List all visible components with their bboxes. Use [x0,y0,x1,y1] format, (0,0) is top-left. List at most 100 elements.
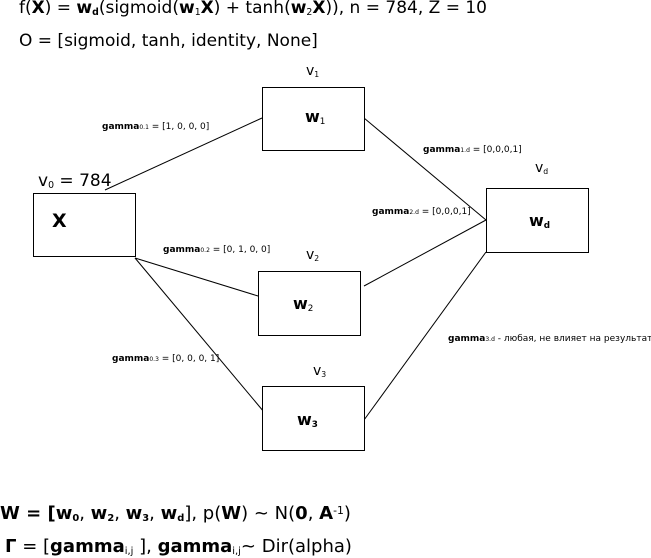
formula-sub: i,j [124,546,134,558]
formula-bold: W [221,503,242,524]
formula-sub: i,j [232,546,241,558]
formula-text: = [ [19,503,56,524]
gamma-value: - любая, не влияет на результат [494,334,651,344]
edge-label-gamma-3-d: gamma3.d - любая, не влияет на результат [448,335,651,344]
v-sub: 1 [314,69,320,79]
gamma-name: gamma [112,354,150,364]
node-wd-label: wd [529,211,551,232]
edge-label-gamma-0-1: gamma0.1 = [1, 0, 0, 0] [102,123,209,132]
formula-text: ) = [44,0,77,18]
gamma-sub: 0.2 [200,247,210,254]
v-tail: = 784 [54,171,112,191]
edge-x-w3 [134,257,265,413]
gamma-sub: 3.d [485,336,495,343]
node-letter: w [297,410,312,429]
formula-text: ) [343,503,351,524]
gamma-value: = [0, 1, 0, 0] [209,245,271,255]
node-w1-label: w1 [305,107,326,128]
edge-label-gamma-1-d: gamma1.d = [0,0,0,1] [423,146,522,155]
function-formula: f(X) = wd(sigmoid(w1X) + tanh(w2X)), n =… [19,0,487,19]
formula-bold: gamma [50,536,125,557]
formula-bold: W [0,503,20,524]
formula-text: ) + tanh( [213,0,291,18]
node-w2-label: w2 [293,294,313,314]
formula-bold: X [200,0,214,18]
formula-bold: w [76,0,93,18]
v-name: v [313,363,322,379]
v0-label: v0 = 784 [38,171,112,192]
node-sub: d [543,221,551,232]
edge-label-gamma-2-d: gamma2.d = [0,0,0,1] [372,208,471,217]
formula-text: ], [133,536,158,557]
node-w2: w2 [258,271,361,336]
node-sub: 1 [319,117,326,128]
v-sub: d [543,166,549,176]
node-w3-label: w3 [297,410,318,431]
gamma-name: gamma [372,207,410,217]
formula-bold: w [55,503,73,524]
formula-text: , [307,503,320,524]
v-name: v [306,247,315,263]
formula-bold: 0 [295,503,308,524]
formula-bold: w [90,503,108,524]
gamma-sub: 2.d [409,209,419,216]
v-name: v [535,160,544,176]
v-sub: 0 [48,180,55,192]
formula-bold: w [160,503,178,524]
gamma-name: gamma [163,245,201,255]
formula-sub: 3 [142,513,150,525]
formula-text: ~ Dir(alpha) [240,536,352,557]
gamma-sub: 0.3 [149,356,159,363]
formula-sup: -1 [333,503,344,517]
edge-x-w2 [134,257,259,297]
node-w1: w1 [262,87,365,151]
formula-sub: 2 [306,7,313,19]
gamma-value: = [0, 0, 0, 1] [158,354,220,364]
edge-w1-wd [363,117,487,221]
formula-text: = [ [16,536,51,557]
formula-bold: X [312,0,326,18]
gamma-sub: 1.d [460,147,470,154]
edge-w2-wd [363,219,487,287]
weights-formula: W = [w0, w2, w3, wd], p(W) ~ N(0, A-1) [0,503,351,525]
formula-text: ], p( [184,503,222,524]
v1-label: v1 [306,64,319,78]
formula-bold: w [290,0,307,18]
node-x: X [33,193,136,257]
gamma-name: gamma [102,122,140,132]
formula-sub: 1 [194,7,201,19]
gamma-name: gamma [423,145,461,155]
vd-label: vd [535,161,548,175]
gamma-value: = [0,0,0,1] [418,207,471,217]
v-name: v [306,63,315,79]
formula-text: f( [19,0,32,18]
formula-text: (sigmoid( [98,0,179,18]
v-sub: 2 [314,253,320,263]
formula-text: ) ~ N( [241,503,296,524]
gamma-value: = [1, 0, 0, 0] [148,122,210,132]
v2-label: v2 [306,248,319,262]
formula-text: , [114,503,126,524]
node-sub: 3 [311,420,318,431]
gamma-value: = [0,0,0,1] [469,145,522,155]
edge-w3-wd [363,251,487,421]
operations-list: O = [sigmoid, tanh, identity, None] [19,31,318,51]
v-sub: 3 [321,369,327,379]
edge-label-gamma-0-3: gamma0.3 = [0, 0, 0, 1] [112,355,219,364]
formula-text: )), n = 784, Z = 10 [325,0,487,18]
gamma-formula: Γ = [gammai,j ], gammai,j~ Dir(alpha) [5,536,352,558]
formula-text: , [79,503,91,524]
formula-bold: w [125,503,143,524]
gamma-name: gamma [448,334,486,344]
node-letter: w [529,211,544,230]
formula-sub: d [177,513,185,525]
formula-sub: d [92,7,99,19]
formula-bold: gamma [157,536,233,557]
node-letter: w [305,107,320,126]
v-name: v [38,171,49,191]
formula-sub: 2 [107,513,115,525]
gamma-sub: 0.1 [139,124,149,131]
formula-bold: A [319,503,334,524]
node-w3: w3 [262,386,365,451]
